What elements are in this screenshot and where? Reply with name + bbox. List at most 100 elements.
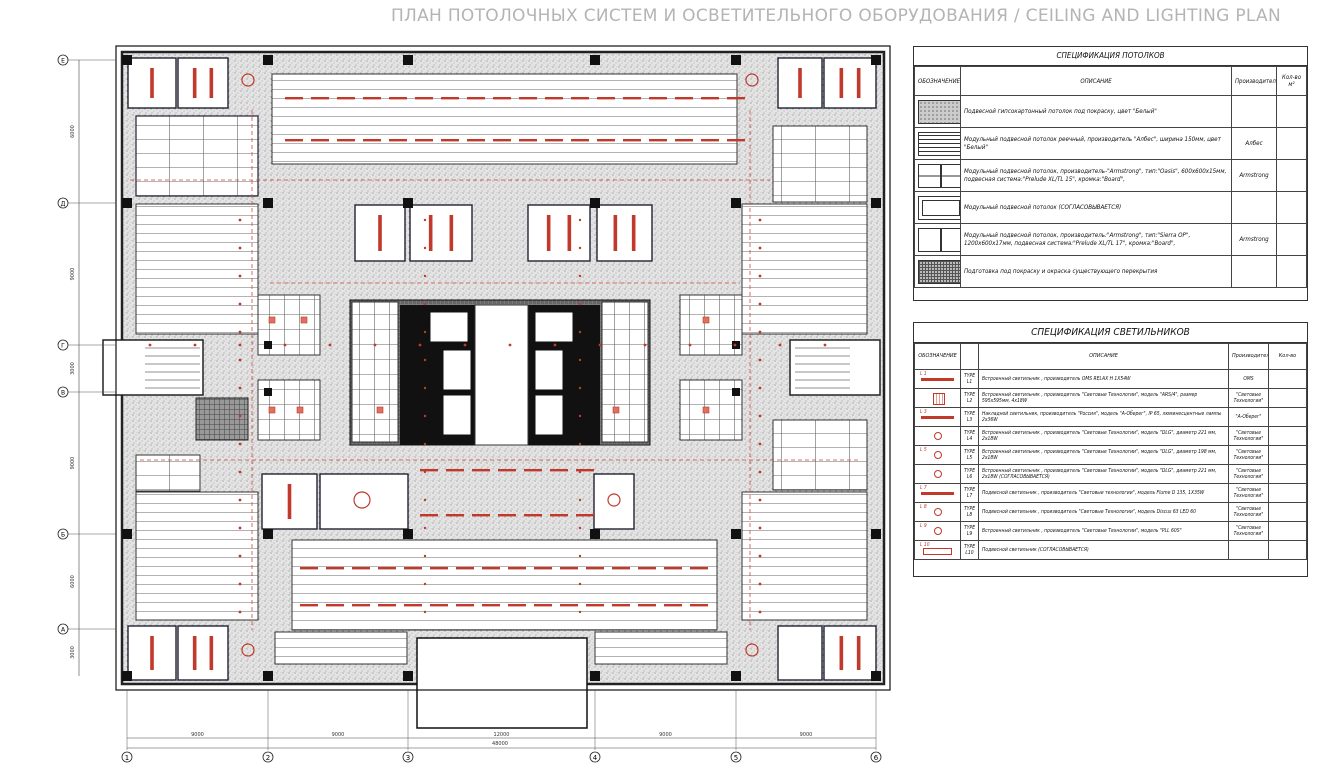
downlight [758,330,762,334]
linear-fixture [446,469,464,472]
dimension-label: 12000 [494,732,510,738]
downlight [328,343,332,347]
linear-fixture [560,567,578,570]
linear-fixture [363,97,381,100]
downlight [758,554,762,558]
square-fixture [268,406,276,414]
downlight [508,343,512,347]
linear-fixture [300,604,318,607]
dimension-label: 9000 [659,732,672,738]
square-fixture [702,406,710,414]
linear-fixture [446,514,464,517]
linear-fixture [415,97,433,100]
linear-fixture [727,97,745,100]
ceiling-type-swatch [918,163,960,188]
linear-fixture [472,469,490,472]
axis-bubble [121,751,133,763]
fixture-maker: "Световые Технологии" [1228,464,1269,484]
column [590,198,600,208]
axis-label: А [61,627,66,634]
entrance-opening [416,637,588,729]
downlight [578,330,582,334]
ceiling-qty [1276,223,1307,256]
fixture-symbol-icon [921,378,954,381]
pendant-fixture [631,215,636,251]
linear-fixture [467,97,485,100]
column [122,529,132,539]
linear-fixture [649,139,667,142]
fixture-symbol-icon [933,527,942,535]
dimension-label: 9000 [70,457,76,470]
square-fixture [300,316,308,324]
downlight [423,218,427,222]
ceiling-spec-row: Модульный подвесной потолок, производите… [914,223,1307,256]
downlight [733,343,737,347]
downlight [238,330,242,334]
linear-fixture [389,97,407,100]
downlight [423,386,427,390]
column [731,671,741,681]
linear-fixture [337,139,355,142]
column [263,529,273,539]
column [590,529,600,539]
square-fixture [296,406,304,414]
dimension-total: 48000 [492,741,508,747]
fixture-symbol-icon [921,416,954,419]
fixture-symbol-icon [923,548,952,555]
fixture-desc: Встроенный светильник , производитель "С… [978,521,1229,541]
fixture-label: L 8 [920,504,927,510]
downlight [238,218,242,222]
downlight [553,343,557,347]
downlight [238,554,242,558]
fixture-type: TYPE L7 [960,483,979,503]
axis-bubble [589,751,601,763]
downlight [758,442,762,446]
ceiling-qty [1276,95,1307,128]
pendant-fixture [287,484,292,519]
linear-fixture [649,97,667,100]
fixture-qty [1268,483,1307,503]
downlight [423,274,427,278]
fixture-desc: Встроенный светильник , производитель "С… [978,445,1229,465]
fixture-qty [1268,388,1307,408]
fixture-symbol: L 10 [914,540,961,560]
linear-fixture [378,604,396,607]
column [731,198,741,208]
fixture-qty [1268,464,1307,484]
linear-fixture [701,139,719,142]
fixture-maker: OMS [1228,369,1269,389]
axis-bubble [57,386,69,398]
linear-fixture [285,97,303,100]
fixture-symbol [914,426,961,446]
linear-fixture [571,97,589,100]
axis-bubble [57,623,69,635]
axis-bubble [730,751,742,763]
linear-fixture [534,567,552,570]
axis-bubble [57,54,69,66]
dimension-label: 9000 [70,268,76,281]
linear-fixture [441,139,459,142]
axis-label: 5 [734,754,738,762]
linear-fixture [498,469,516,472]
fixture-symbol: L 3 [914,407,961,427]
downlight [598,343,602,347]
downlight [758,470,762,474]
linear-fixture [623,139,641,142]
lighting-fixtures [148,68,861,670]
column [122,55,132,65]
fixture-symbol-icon [933,470,942,478]
col-header: ОБОЗНАЧЕНИЕ [914,343,961,370]
ceiling-type-swatch [918,259,960,284]
axis-bubble [262,751,274,763]
ceiling-type-swatch [918,99,960,124]
ceiling-desc: Модульный подвесной потолок (СОГЛАСОВЫВА… [960,191,1232,224]
ceiling-type-swatch [918,195,960,220]
column [403,198,413,208]
axis-label: Б [61,532,65,539]
linear-fixture [701,97,719,100]
linear-fixture [404,567,422,570]
